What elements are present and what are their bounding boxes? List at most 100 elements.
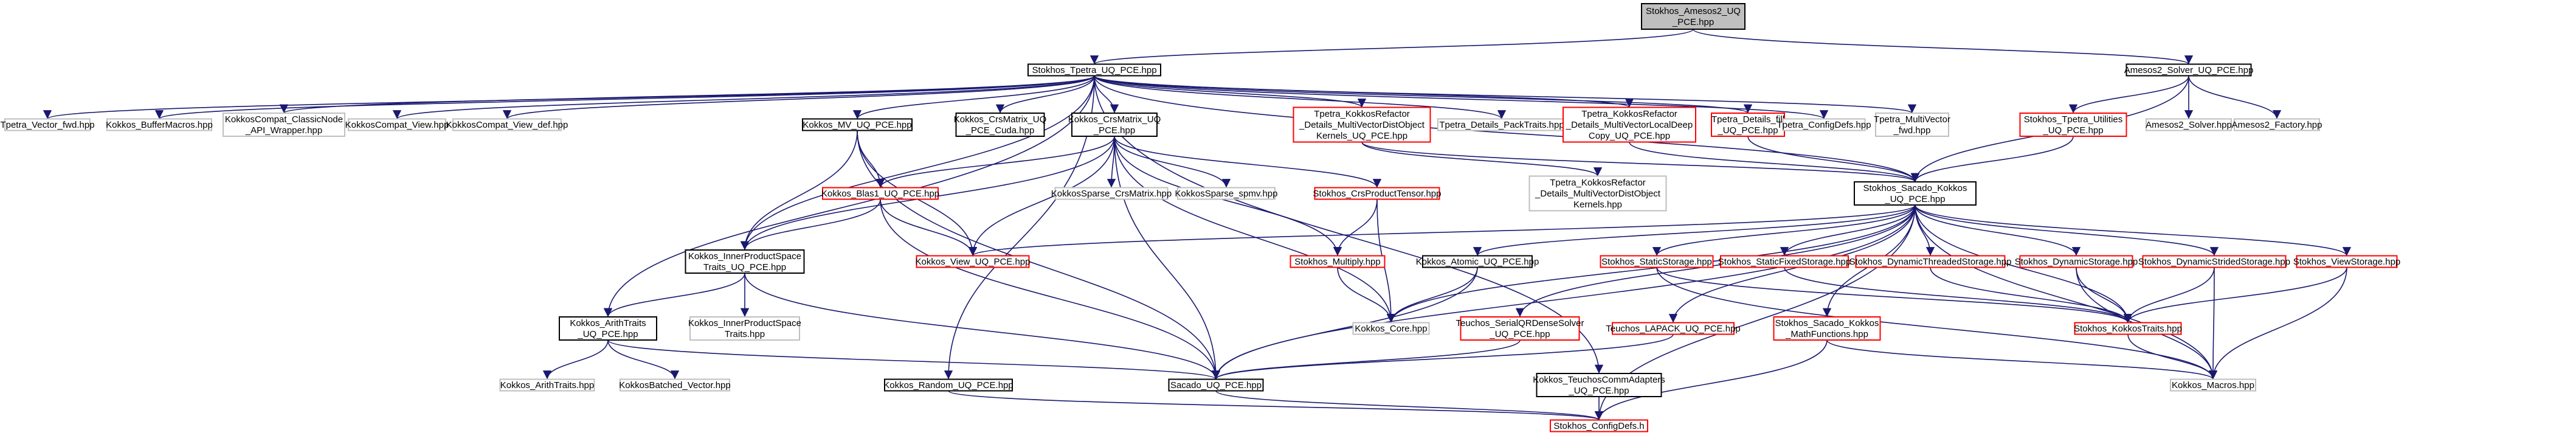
node-amesos2-solver: Amesos2_Solver.hpp — [2146, 118, 2232, 131]
node-label: Kokkos_ArithTraits.hpp — [500, 380, 595, 391]
node-label: Kokkos_ArithTraits — [570, 318, 646, 328]
node-label: Stokhos_DynamicThreadedStorage.hpp — [1849, 257, 2012, 267]
node-kokkos-mv-uq[interactable]: Kokkos_MV_UQ_PCE.hpp — [802, 118, 913, 131]
node-tpetra-multivector-fwd: Tpetra_MultiVector_fwd.hpp — [1874, 113, 1950, 137]
node-stokhos-dynamicstorage[interactable]: Stokhos_DynamicStorage.hpp — [2015, 255, 2138, 268]
node-kokkos-view-uq[interactable]: Kokkos_View_UQ_PCE.hpp — [916, 255, 1031, 268]
node-kokkos-atomic-uq[interactable]: Kokkos_Atomic_UQ_PCE.hpp — [1416, 255, 1539, 268]
node-box — [1773, 316, 1881, 341]
node-tpetra-details-fill[interactable]: Tpetra_Details_fill_UQ_PCE.hpp — [1711, 113, 1785, 137]
node-kokkos-arithtraits-uq[interactable]: Kokkos_ArithTraits_UQ_PCE.hpp — [559, 316, 657, 341]
edge-kokkos_blas1_uq-to-kokkos_view_uq — [880, 199, 978, 256]
edge-stokhos_staticstorage-to-stokhos_kokkostraits — [1656, 267, 2132, 323]
node-stokhos-tpetra-utilities[interactable]: Stokhos_Tpetra_Utilities_UQ_PCE.hpp — [2019, 113, 2127, 137]
node-stokhos-staticstorage[interactable]: Stokhos_StaticStorage.hpp — [1600, 255, 1714, 268]
node-stokhos-staticfixedstorage[interactable]: Stokhos_StaticFixedStorage.hpp — [1718, 255, 1851, 268]
node-label: Stokhos_Tpetra_UQ_PCE.hpp — [1032, 65, 1156, 75]
node-label: Stokhos_ConfigDefs.h — [1553, 421, 1644, 431]
node-box — [106, 118, 212, 131]
node-box — [822, 187, 939, 200]
node-label: _PCE_Cuda.hpp — [965, 125, 1035, 136]
node-box — [620, 378, 730, 392]
node-tpetra-refactor-mvdo[interactable]: Tpetra_KokkosRefactor_Details_MultiVecto… — [1293, 106, 1431, 143]
edge-stokhos_kokkostraits-to-kokkos_macros — [2127, 334, 2218, 380]
edge-stokhos_staticstorage-to-kokkos_macros — [1656, 267, 2218, 380]
edge-root-to-amesos2_solver_uq — [1693, 29, 2193, 65]
node-label: KokkosCompat_View_def.hpp — [446, 120, 568, 130]
edge-stokhos_dynamicstridedstorage-to-stokhos_kokkostraits — [2123, 267, 2215, 323]
edge-root-to-tpetra_uq — [1090, 29, 1694, 65]
node-box — [916, 255, 1030, 268]
node-label: Stokhos_Sacado_Kokkos — [1775, 318, 1879, 328]
edge-stokhos_sacado_kokkos_uq-to-stokhos_staticfixedstorage — [1780, 204, 1916, 256]
node-stokhos-viewstorage[interactable]: Stokhos_ViewStorage.hpp — [2293, 255, 2401, 268]
node-box — [1422, 255, 1533, 268]
node-label: Tpetra_KokkosRefactor — [1550, 178, 1646, 188]
node-tpetra-uq[interactable]: Stokhos_Tpetra_UQ_PCE.hpp — [1027, 63, 1161, 77]
node-label: Teuchos_LAPACK_UQ_PCE.hpp — [1606, 324, 1741, 334]
node-tpetra-refactor-mvldc[interactable]: Tpetra_KokkosRefactor_Details_MultiVecto… — [1563, 106, 1696, 143]
node-label: Tpetra_Vector_fwd.hpp — [0, 120, 94, 130]
node-sacado-uq-pce[interactable]: Sacado_UQ_PCE.hpp — [1168, 378, 1264, 392]
edge-kokkos_crsmatrix_uq-to-kokkossparse_spmv — [1114, 136, 1231, 188]
edge-amesos2_solver_uq-to-amesos2_factory — [2188, 75, 2282, 119]
edge-teuchos_serialqr-to-sacado_uq_pce — [1212, 339, 1521, 380]
node-stokhos-dynamicstridedstorage[interactable]: Stokhos_DynamicStridedStorage.hpp — [2138, 255, 2290, 268]
edge-stokhos_multiply-to-kokkos_core — [1337, 267, 1396, 323]
edge-tpetra_uq-to-tpetra_configdefs — [1094, 75, 1828, 120]
node-label: Kokkos_Random_UQ_PCE.hpp — [883, 380, 1013, 391]
node-amesos2-solver-uq[interactable]: Amesos2_Solver_UQ_PCE.hpp — [2124, 63, 2254, 77]
node-label: _API_Wrapper.hpp — [245, 125, 322, 136]
edge-stokhos_tpetra_utilities-to-stokhos_sacado_kokkos_uq — [1910, 136, 2074, 182]
node-kokkos-innerproductspace-uq[interactable]: Kokkos_InnerProductSpaceTraits_UQ_PCE.hp… — [685, 249, 805, 274]
node-kokkos-blas1-uq[interactable]: Kokkos_Blas1_UQ_PCE.hpp — [821, 187, 939, 200]
node-label: Stokhos_DynamicStorage.hpp — [2015, 257, 2138, 267]
node-stokhos-crsproducttensor[interactable]: Stokhos_CrsProductTensor.hpp — [1313, 187, 1442, 200]
node-stokhos-sacado-mathfunctions[interactable]: Stokhos_Sacado_Kokkos_MathFunctions.hpp — [1773, 316, 1881, 341]
node-kokkos-crsmatrix-cuda[interactable]: Kokkos_CrsMatrix_UQ_PCE_Cuda.hpp — [954, 113, 1047, 137]
edge-stokhos_sacado_kokkos_uq-to-stokhos_dynamicstorage — [1915, 204, 2081, 256]
node-box — [1293, 106, 1431, 143]
node-label: Stokhos_CrsProductTensor.hpp — [1313, 189, 1442, 199]
node-kokkos-macros: Kokkos_Macros.hpp — [2170, 378, 2256, 392]
node-box — [1071, 113, 1158, 137]
node-label: Sacado_UQ_PCE.hpp — [1170, 380, 1262, 391]
node-label: Tpetra_Details_fill — [1711, 114, 1784, 125]
node-kokkos-random-uq[interactable]: Kokkos_Random_UQ_PCE.hpp — [883, 378, 1013, 392]
node-label: Kokkos_View_UQ_PCE.hpp — [916, 257, 1031, 267]
node-tpetra-refactor-mvdo-ext: Tpetra_KokkosRefactor_Details_MultiVecto… — [1528, 175, 1667, 212]
node-box — [1290, 255, 1386, 268]
node-label: Teuchos_SerialQRDenseSolver — [1456, 318, 1584, 328]
node-stokhos-sacado-kokkos-uq[interactable]: Stokhos_Sacado_Kokkos_UQ_PCE.hpp — [1854, 181, 1977, 206]
node-tpetra-details-packtraits: Tpetra_Details_PackTraits.hpp — [1437, 118, 1566, 131]
node-label: Stokhos_KokkosTraits.hpp — [2074, 324, 2182, 334]
node-label: Kokkos_CrsMatrix_UQ — [1068, 114, 1161, 125]
edge-kokkos_mv_uq-to-sacado_uq_pce — [857, 130, 1221, 380]
node-stokhos-kokkostraits[interactable]: Stokhos_KokkosTraits.hpp — [2074, 322, 2182, 335]
edge-stokhos_sacado_kokkos_uq-to-stokhos_dynamicstridedstorage — [1915, 204, 2219, 256]
edge-stokhos_sacado_kokkos_uq-to-teuchos_lapack_uq — [1668, 204, 1916, 323]
node-box — [2170, 378, 2256, 392]
edge-stokhos_sacado_kokkos_uq-to-kokkos_view_uq — [969, 204, 1916, 257]
edge-stokhos_sacado_kokkos_uq-to-stokhos_kokkostraits — [1915, 204, 2133, 323]
node-label: _PCE.hpp — [1672, 17, 1714, 27]
node-box — [223, 113, 345, 137]
node-label: Kokkos_Core.hpp — [1355, 324, 1427, 334]
node-stokhos-configdefs[interactable]: Stokhos_ConfigDefs.h — [1550, 419, 1648, 432]
node-label: Kokkos_MV_UQ_PCE.hpp — [803, 120, 911, 130]
node-box — [1314, 187, 1440, 200]
node-box — [2142, 255, 2287, 268]
node-label: KokkosCompat_ClassicNode — [225, 114, 343, 125]
node-label: Stokhos_Multiply.hpp — [1294, 257, 1380, 267]
node-box — [2019, 255, 2133, 268]
node-kokkos-crsmatrix-uq[interactable]: Kokkos_CrsMatrix_UQ_PCE.hpp — [1068, 113, 1161, 137]
node-box — [559, 316, 657, 341]
node-kokkos-teuchoscommadapters[interactable]: Kokkos_TeuchosCommAdapters_UQ_PCE.hpp — [1533, 373, 1665, 397]
node-teuchos-serialqr[interactable]: Teuchos_SerialQRDenseSolver_UQ_PCE.hpp — [1456, 316, 1584, 341]
node-root[interactable]: Stokhos_Amesos2_UQ_PCE.hpp — [1641, 3, 1746, 30]
node-stokhos-dynamicthreadedstorage[interactable]: Stokhos_DynamicThreadedStorage.hpp — [1849, 255, 2012, 268]
node-stokhos-multiply[interactable]: Stokhos_Multiply.hpp — [1290, 255, 1386, 268]
node-teuchos-lapack-uq[interactable]: Teuchos_LAPACK_UQ_PCE.hpp — [1606, 322, 1741, 335]
node-label: _UQ_PCE.hpp — [1568, 386, 1629, 396]
node-box — [802, 118, 913, 131]
